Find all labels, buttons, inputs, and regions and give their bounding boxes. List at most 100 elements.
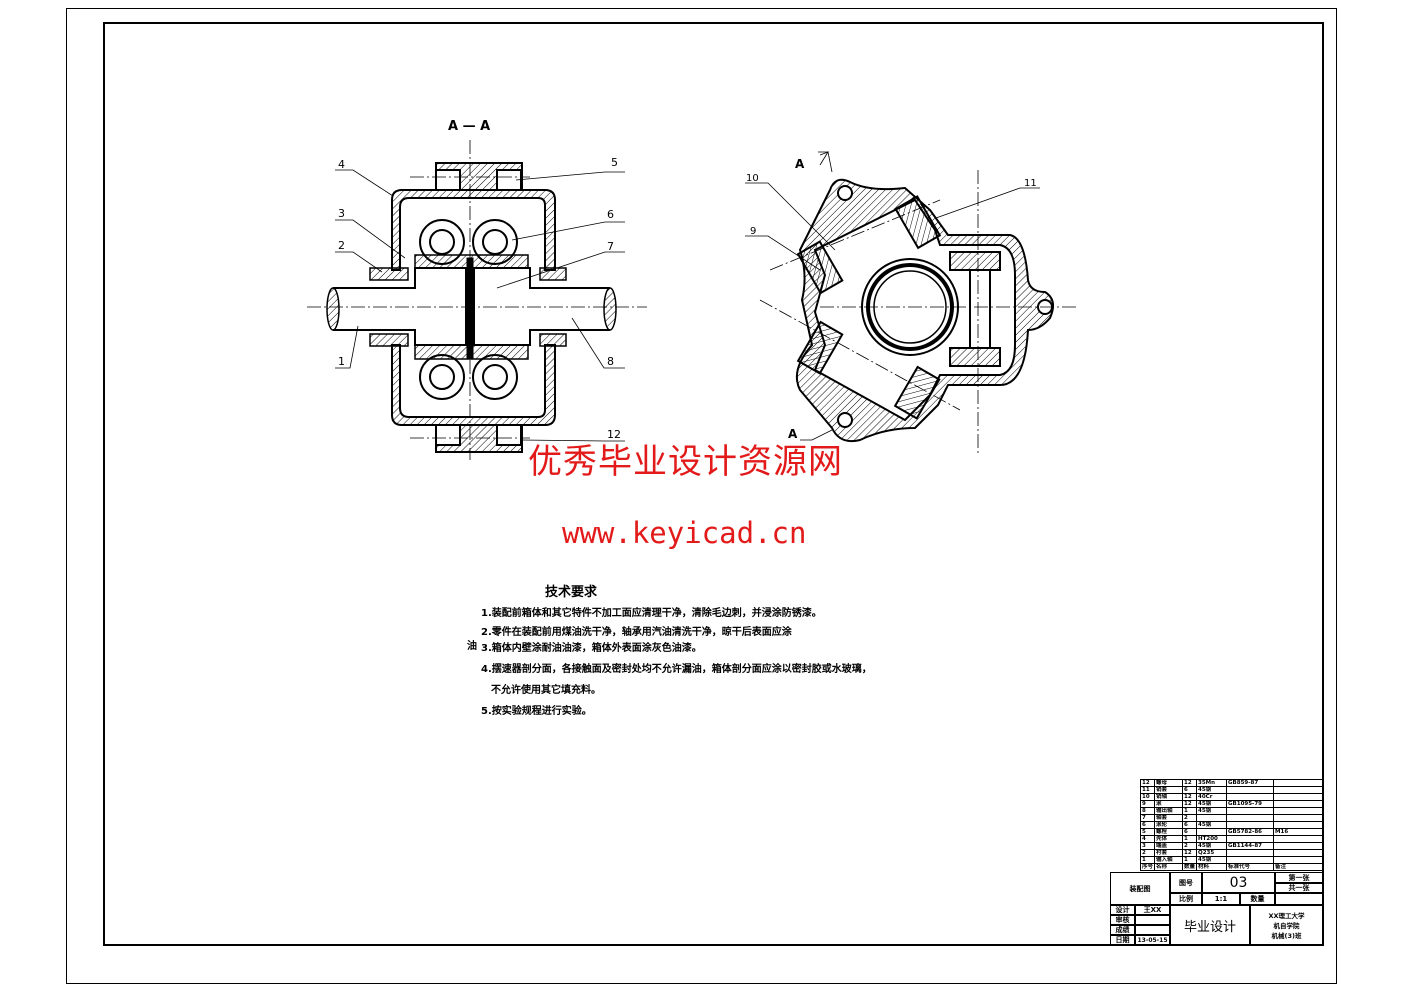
callout-11: 11 [1024, 178, 1037, 189]
date-label: 日期 [1110, 935, 1135, 945]
watermark-url: www.keyicad.cn [562, 516, 807, 550]
parts-cell: 12 [1182, 779, 1198, 787]
parts-cell: 11 [1139, 786, 1156, 794]
parts-cell: 轴套 [1154, 814, 1184, 822]
parts-cell: 数量 [1182, 863, 1198, 871]
parts-cell [1273, 856, 1325, 864]
reviewer-label: 审核 [1110, 915, 1135, 925]
project-title: 毕业设计 [1170, 905, 1250, 945]
parts-cell [1226, 807, 1275, 815]
callout-7: 7 [607, 240, 614, 253]
parts-cell [1273, 807, 1325, 815]
callout-2: 2 [338, 239, 345, 252]
reviewer [1135, 915, 1170, 925]
school-info: XX理工大学 机自学院 机械(3)班 [1250, 905, 1323, 945]
parts-cell [1273, 814, 1325, 822]
parts-cell [1196, 828, 1228, 836]
parts-cell: 滚 [1154, 800, 1184, 808]
parts-cell: 12 [1182, 800, 1198, 808]
parts-cell [1273, 800, 1325, 808]
drawing-type: 装配图 [1110, 872, 1170, 905]
section-view-a-a: A — A [307, 119, 647, 460]
drawing-no-label: 图号 [1170, 872, 1202, 893]
parts-cell [1273, 786, 1325, 794]
parts-cell [1226, 856, 1275, 864]
parts-cell: 衬套 [1154, 849, 1184, 857]
college: 机自学院 [1273, 922, 1300, 930]
parts-cell: 1 [1182, 856, 1198, 864]
parts-cell: 45钢 [1196, 856, 1228, 864]
callout-9: 9 [750, 226, 756, 237]
parts-cell: 螺栓 [1154, 828, 1184, 836]
requirement-2-cont: 油 [467, 641, 477, 652]
callout-1: 1 [338, 355, 345, 368]
cut-label-bottom: A [788, 427, 798, 441]
parts-cell: 名称 [1154, 863, 1184, 871]
parts-cell: 端盖 [1154, 842, 1184, 850]
parts-cell: 45钢 [1196, 842, 1228, 850]
quantity [1275, 893, 1323, 905]
parts-cell [1273, 793, 1325, 801]
parts-cell: 销轴 [1154, 793, 1184, 801]
parts-cell: 2 [1139, 849, 1156, 857]
requirement-4-cont: 不允许使用其它填充料。 [491, 685, 601, 696]
parts-cell: 壳体 [1154, 835, 1184, 843]
parts-cell: 6 [1182, 786, 1198, 794]
drawing-no: 03 [1202, 872, 1275, 893]
callout-4: 4 [338, 158, 345, 171]
parts-cell: M16 [1273, 828, 1325, 836]
parts-cell: 备注 [1273, 863, 1325, 871]
requirement-3: 3.箱体内壁涂耐油油漆，箱体外表面涂灰色油漆。 [481, 643, 702, 654]
parts-cell [1273, 779, 1325, 787]
parts-cell: 6 [1182, 821, 1198, 829]
parts-cell: Q235 [1196, 849, 1228, 857]
parts-cell: 标准代号 [1226, 863, 1275, 871]
parts-cell: GB1095-79 [1226, 800, 1275, 808]
requirements-title: 技术要求 [545, 585, 598, 600]
parts-cell [1226, 849, 1275, 857]
sheet-total: 共一张 [1275, 883, 1323, 893]
designer: 王XX [1135, 905, 1170, 915]
callout-10: 10 [746, 173, 759, 184]
parts-cell: 12 [1182, 849, 1198, 857]
parts-cell [1226, 793, 1275, 801]
parts-cell: 销套 [1154, 786, 1184, 794]
parts-cell: 输入轴 [1154, 856, 1184, 864]
parts-cell: 12 [1139, 779, 1156, 787]
parts-cell: 40Cr [1196, 793, 1228, 801]
sheet-number: 第一张 [1275, 872, 1323, 883]
parts-cell: 螺母 [1154, 779, 1184, 787]
parts-cell: 序号 [1139, 863, 1156, 871]
callout-12: 12 [607, 428, 621, 441]
parts-header-row: 序号名称数量材料标准代号备注 [1139, 863, 1325, 871]
drawing-frame [103, 22, 1324, 946]
scale-label: 比例 [1170, 893, 1202, 905]
grade-label: 成绩 [1110, 925, 1135, 935]
parts-cell: 12 [1182, 793, 1198, 801]
callout-3: 3 [338, 207, 345, 220]
parts-cell: 45钢 [1196, 807, 1228, 815]
watermark-title: 优秀毕业设计资源网 [528, 442, 843, 482]
parts-cell [1273, 835, 1325, 843]
parts-cell: 45钢 [1196, 800, 1228, 808]
parts-cell: 45钢 [1196, 821, 1228, 829]
parts-cell [1273, 842, 1325, 850]
quantity-label: 数量 [1240, 893, 1275, 905]
callout-8: 8 [607, 355, 614, 368]
designer-label: 设计 [1110, 905, 1135, 915]
parts-cell [1226, 821, 1275, 829]
parts-cell: 滚轮 [1154, 821, 1184, 829]
parts-cell: 2 [1182, 814, 1198, 822]
parts-cell: 1 [1139, 856, 1156, 864]
parts-cell: 45钢 [1196, 786, 1228, 794]
parts-cell: 材料 [1196, 863, 1228, 871]
